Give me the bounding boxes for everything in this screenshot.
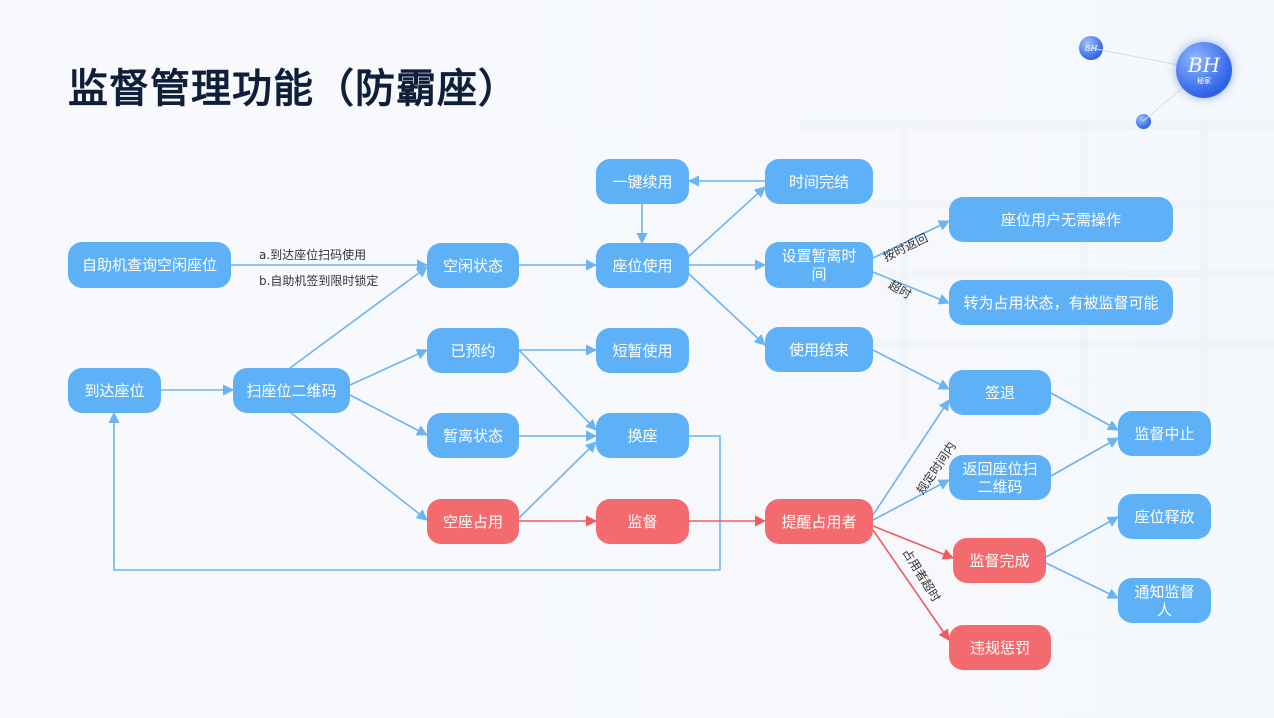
node-supervise: 监督 bbox=[596, 499, 689, 544]
node-penalty: 违规惩罚 bbox=[949, 625, 1051, 670]
node-no-action: 座位用户无需操作 bbox=[949, 197, 1173, 242]
node-scan: 扫座位二维码 bbox=[233, 368, 350, 413]
node-use-end: 使用结束 bbox=[765, 327, 873, 372]
logo-caption: 秘家 bbox=[1197, 77, 1211, 85]
arrow-seatuse-useend bbox=[687, 272, 766, 346]
node-renew: 一键续用 bbox=[596, 159, 689, 204]
arrow-reserved-change bbox=[518, 349, 597, 431]
arrow-occupied-change bbox=[518, 441, 597, 519]
arrow-scan-reserved bbox=[349, 349, 429, 386]
arrow-change-arrive bbox=[108, 411, 721, 571]
node-checkout: 签退 bbox=[949, 370, 1051, 415]
node-time-up: 时间完结 bbox=[765, 159, 873, 204]
arrow-return-stop bbox=[1050, 437, 1119, 477]
arrow-scan-occupied bbox=[289, 411, 428, 521]
arrow-remind-checkout bbox=[872, 399, 950, 516]
arrow-seatuse-timeup bbox=[687, 186, 766, 258]
arrow-remind-done bbox=[872, 525, 955, 560]
node-seat-use: 座位使用 bbox=[596, 243, 689, 288]
arrow-checkout-stop bbox=[1050, 392, 1119, 431]
logo-mark: BH bbox=[1187, 53, 1221, 77]
badge-text: BH bbox=[1084, 43, 1098, 53]
node-occupied: 空座占用 bbox=[427, 499, 519, 544]
arrow-setleave-tooccupied bbox=[872, 271, 951, 305]
node-self-query: 自助机查询空闲座位 bbox=[68, 242, 231, 288]
brand-logo: BH 秘家 bbox=[1176, 42, 1232, 98]
arrow-setleave-noaction bbox=[872, 220, 951, 259]
arrow-scan-idle bbox=[289, 266, 428, 369]
node-arrive: 到达座位 bbox=[68, 368, 161, 413]
node-seat-release: 座位释放 bbox=[1118, 494, 1211, 539]
node-return-scan: 返回座位扫二维码 bbox=[949, 455, 1051, 500]
edge-label-scan-use: a.到达座位扫码使用 bbox=[259, 248, 367, 262]
node-temp-leave: 暂离状态 bbox=[427, 413, 519, 458]
node-short-use: 短暂使用 bbox=[596, 328, 689, 373]
arrow-remind-penalty bbox=[872, 529, 950, 641]
arrow-done-release bbox=[1045, 516, 1119, 558]
edge-label-lock: b.自助机签到限时锁定 bbox=[259, 274, 379, 288]
node-remind: 提醒占用者 bbox=[765, 499, 873, 544]
arrow-scan-templeave bbox=[349, 394, 428, 436]
node-supervise-stop: 监督中止 bbox=[1118, 411, 1211, 456]
arrow-done-notify bbox=[1045, 562, 1120, 599]
node-to-occupied: 转为占用状态，有被监督可能 bbox=[949, 280, 1173, 325]
node-set-leave: 设置暂离时间 bbox=[765, 242, 873, 288]
node-idle: 空闲状态 bbox=[427, 243, 519, 288]
node-reserved: 已预约 bbox=[427, 328, 519, 373]
arrow-useend-checkout bbox=[872, 349, 950, 390]
node-notify: 通知监督人 bbox=[1118, 578, 1211, 623]
page-title: 监督管理功能（防霸座） bbox=[68, 66, 519, 112]
node-change-seat: 换座 bbox=[596, 413, 689, 458]
arrow-remind-return bbox=[872, 479, 950, 521]
node-supervise-done: 监督完成 bbox=[953, 538, 1046, 583]
